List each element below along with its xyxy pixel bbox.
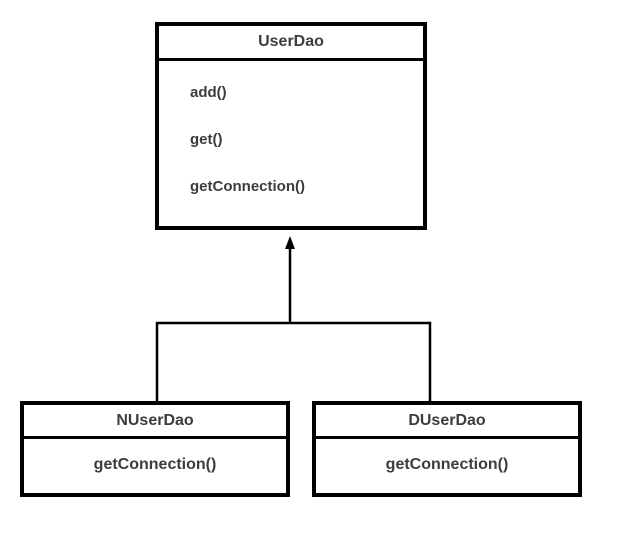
branch-line bbox=[155, 321, 432, 402]
class-box-userdao: UserDao add() get() getConnection() bbox=[155, 22, 427, 230]
method-item: getConnection() bbox=[190, 178, 305, 195]
method-list: getConnection() bbox=[24, 439, 286, 490]
class-name: DUserDao bbox=[316, 405, 578, 439]
method-item: add() bbox=[190, 84, 227, 101]
method-item: get() bbox=[190, 131, 223, 148]
arrowhead-icon bbox=[285, 236, 295, 249]
method-item: getConnection() bbox=[93, 455, 217, 473]
method-list: add() get() getConnection() bbox=[159, 61, 423, 210]
class-box-duserdao: DUserDao getConnection() bbox=[312, 401, 582, 497]
class-name: UserDao bbox=[159, 26, 423, 61]
class-name: NUserDao bbox=[24, 405, 286, 439]
method-item: getConnection() bbox=[385, 455, 509, 473]
method-list: getConnection() bbox=[316, 439, 578, 490]
class-box-nuserdao: NUserDao getConnection() bbox=[20, 401, 290, 497]
